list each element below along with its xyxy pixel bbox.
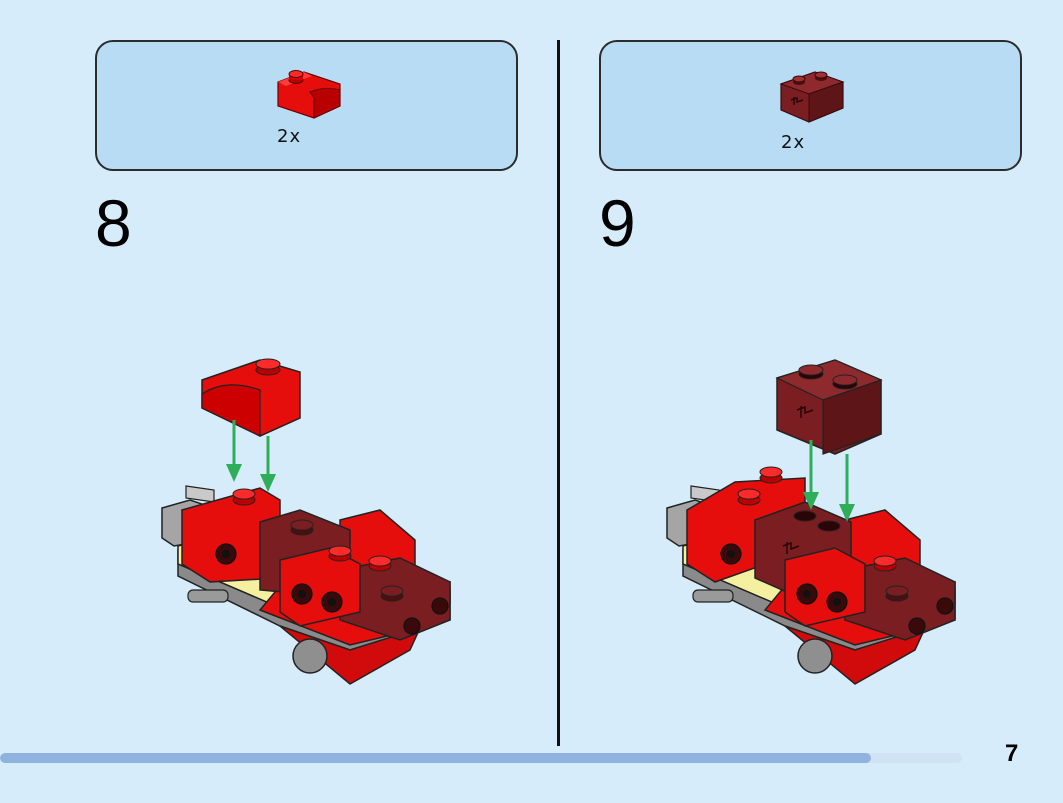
build-illustration-step-9 bbox=[666, 359, 956, 685]
progress-fill bbox=[0, 753, 871, 763]
red-curved-slope-brick-icon bbox=[277, 70, 341, 119]
parts-callout-step-9: 2x bbox=[599, 40, 1022, 171]
step-number-8: 8 bbox=[95, 186, 132, 260]
build-illustration-step-8 bbox=[161, 358, 451, 685]
step-divider bbox=[557, 40, 560, 746]
parts-callout-step-8: 2x bbox=[95, 40, 518, 171]
dark-red-technic-brick-icon bbox=[779, 71, 845, 123]
page-number: 7 bbox=[1005, 740, 1019, 767]
part-quantity: 2x bbox=[781, 132, 806, 153]
instructions-progress-bar bbox=[0, 753, 962, 763]
step-number-9: 9 bbox=[599, 186, 636, 260]
part-quantity: 2x bbox=[277, 126, 302, 147]
